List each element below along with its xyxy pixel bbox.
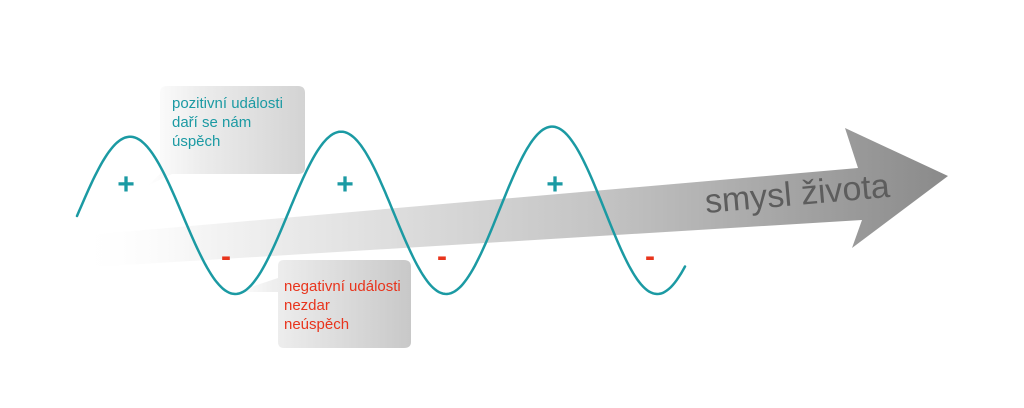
positive-bubble-line: úspěch: [172, 133, 220, 150]
life-arrow: [75, 128, 948, 268]
life-wave: [75, 125, 687, 296]
plus-sign: +: [546, 168, 564, 201]
minus-sign: -: [221, 240, 231, 273]
plus-sign: +: [117, 168, 135, 201]
positive-bubble-line: pozitivní události: [172, 95, 283, 112]
minus-sign: -: [645, 240, 655, 273]
minus-sign: -: [437, 240, 447, 273]
negative-bubble-line: nezdar: [284, 297, 330, 314]
positive-events-bubble: [147, 86, 305, 186]
negative-bubble-line: negativní události: [284, 278, 401, 295]
positive-bubble-line: daří se nám: [172, 114, 251, 131]
plus-sign: +: [336, 168, 354, 201]
negative-bubble-line: neúspěch: [284, 316, 349, 333]
negative-events-bubble: [236, 260, 411, 348]
